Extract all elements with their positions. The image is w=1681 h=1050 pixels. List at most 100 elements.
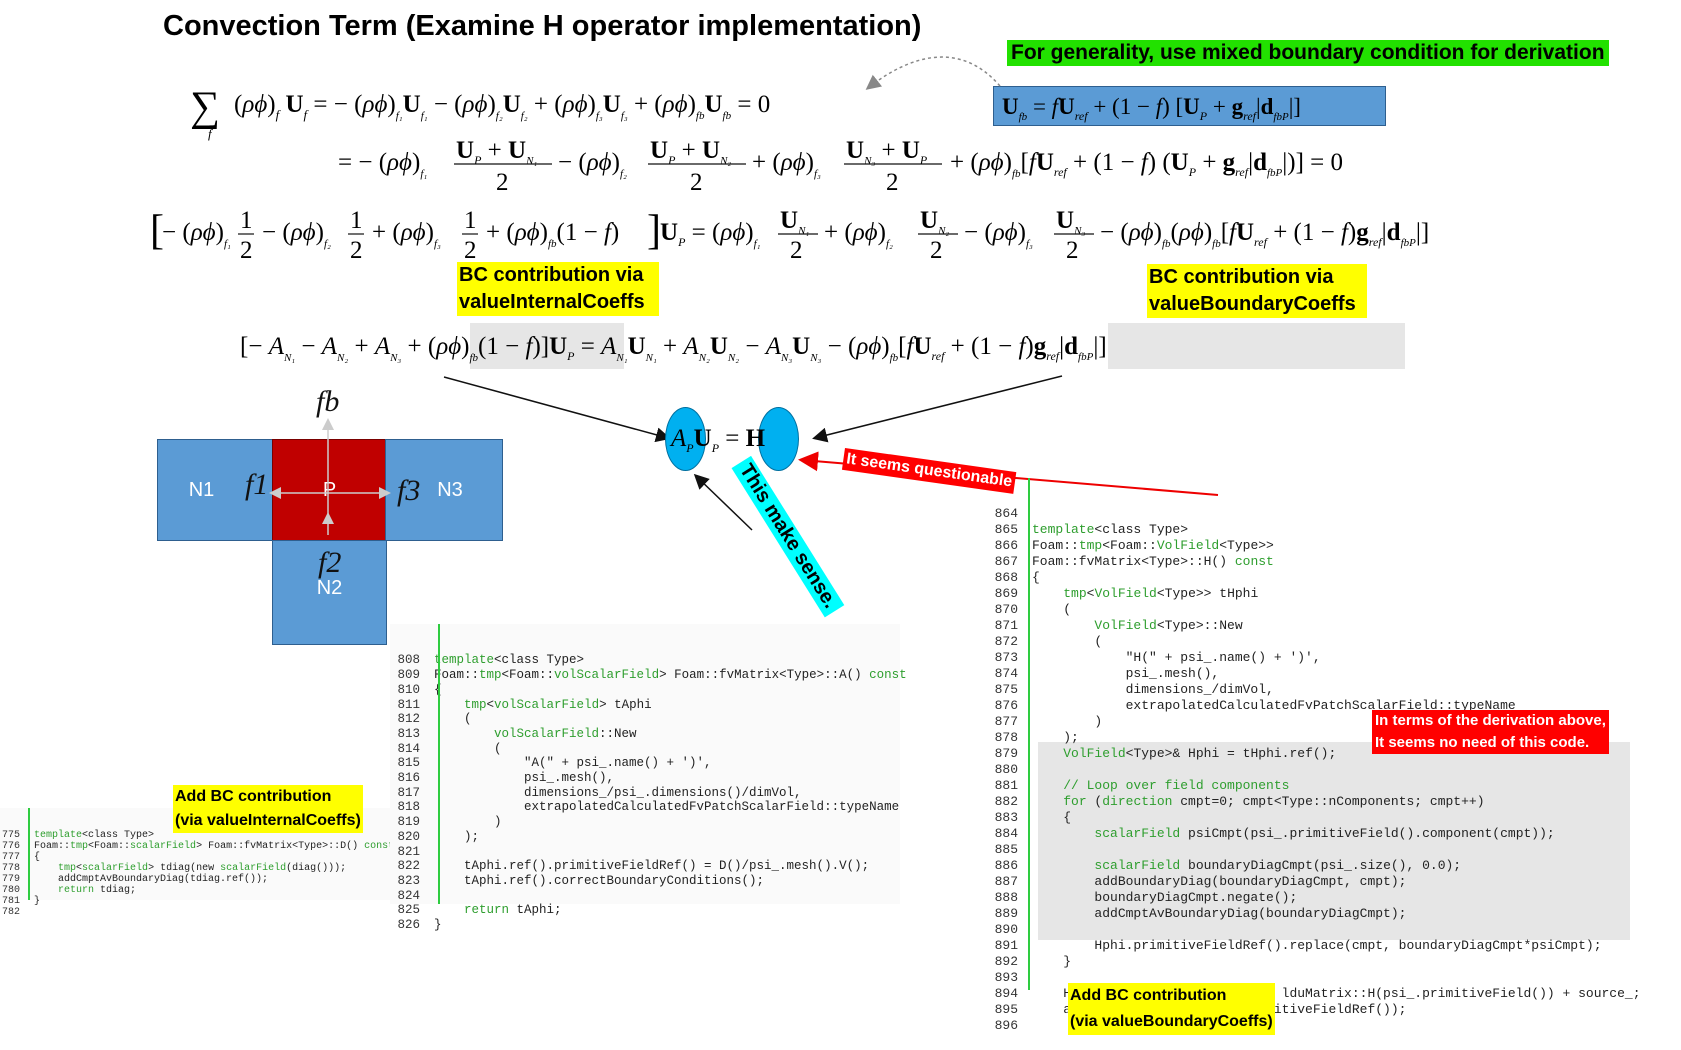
code-text: scalarField psiCmpt(psi_.primitiveField(… [1094,826,1555,841]
line-number: 819 [397,815,420,830]
svg-text:1: 1 [240,207,253,234]
code-text: tAphi.ref().primitiveFieldRef() = D()/ps… [434,859,870,874]
line-number: 880 [994,762,1018,777]
line-number: 888 [994,890,1018,905]
code-text: volScalarField::New [494,726,637,741]
code-text: ( [434,712,472,727]
code-line: 877 ) [988,714,1658,730]
svg-text:APUP = H: APUP = H [669,425,766,455]
code-text: ) [1032,714,1103,729]
line-number: 822 [397,859,420,874]
cell-n3: N3 [385,439,503,541]
svg-text:2: 2 [1066,237,1079,264]
line-number: 881 [994,778,1018,793]
svg-text:2: 2 [886,169,899,196]
line-number: 812 [397,712,420,727]
code-text: { [1032,810,1072,825]
line-number: 876 [994,698,1018,713]
code-text: return tAphi; [464,903,562,918]
code-h-gutter-line [1028,478,1030,990]
line-number: 816 [397,771,420,786]
svg-text:[: [ [150,208,164,254]
svg-text:− (ρϕ)f₂: − (ρϕ)f₂ [262,219,331,250]
svg-text:− (ρϕ)fb(ρϕ)fb[fUref + (1 − f): − (ρϕ)fb(ρϕ)fb[fUref + (1 − f)gref|dfbP|… [1100,219,1429,250]
arrow-make-sense-to-ap [693,473,753,531]
svg-text:UP = (ρϕ)f₁: UP = (ρϕ)f₁ [660,219,761,250]
line-number: 864 [994,506,1018,521]
svg-text:UN₁: UN₁ [780,207,809,237]
add-bc-internal-line1: Add BC contribution [175,788,332,805]
code-line: 816 psi_.mesh(), [390,771,900,786]
svg-text:(ρϕ)f Uf = − (ρϕ)f₁Uf₁ − (ρϕ)f: (ρϕ)f Uf = − (ρϕ)f₁Uf₁ − (ρϕ)f₂Uf₂ + (ρϕ… [234,91,770,122]
code-text: psi_.mesh(), [1032,666,1220,681]
code-line: 888 boundaryDiagCmpt.negate(); [988,890,1658,906]
code-line: 781} [0,896,390,907]
mixed-bc-note: For generality, use mixed boundary condi… [1007,40,1609,66]
code-text: { [434,683,442,697]
cell-n1-label: N1 [188,478,215,501]
code-line: 891 Hphi.primitiveFieldRef().replace(cmp… [988,938,1658,954]
code-text: tmp<scalarField> tdiag(new scalarField(d… [58,863,347,874]
arrow-boundary-to-h [812,375,1063,443]
cell-n3-label: N3 [437,478,463,501]
code-line: 818 extrapolatedCalculatedFvPatchScalarF… [390,800,900,815]
code-line: 777{ [0,852,390,863]
line-number: 891 [994,938,1018,953]
code-line: 813 volScalarField::New [390,727,900,742]
code-text: Foam::tmp<Foam::VolField<Type>> [1032,538,1274,553]
equation-3: [ − (ρϕ)f₁ 12 − (ρϕ)f₂ 12 + (ρϕ)f₃ 12 + … [150,207,1429,264]
svg-text:1: 1 [464,207,477,234]
line-number: 895 [994,1002,1018,1017]
code-line: 890 [988,922,1658,938]
svg-text:= − (ρϕ)f₁: = − (ρϕ)f₁ [338,149,427,180]
code-text: return tdiag; [58,885,137,896]
add-bc-internal-line2: (via valueInternalCoeffs) [175,812,361,829]
eq4-boundary-highlight [1108,323,1405,369]
svg-text:+ (ρϕ)f₃: + (ρϕ)f₃ [372,219,441,250]
questionable-loop-highlight [1038,742,1630,940]
line-number: 885 [994,842,1018,857]
code-text: template<class Type> [434,653,585,668]
code-line: 819 ) [390,815,900,830]
svg-text:2: 2 [930,237,943,264]
line-number: 813 [397,726,420,741]
mixed-bc-equation-box [993,86,1386,126]
code-text: template<class Type> [34,830,155,841]
code-text: ( [1032,634,1103,649]
line-number: 779 [1,874,20,885]
code-text: dimensions_/psi_.dimensions()/dimVol, [434,785,802,800]
code-line: 886 scalarField boundaryDiagCmpt(psi_.si… [988,858,1658,874]
line-number: 866 [994,538,1018,553]
code-line: 881 // Loop over field components [988,778,1658,794]
line-number: 884 [994,826,1018,841]
bc-boundary-label-line1: BC contribution via [1149,266,1334,288]
face-f3-label: f3 [397,474,421,507]
cell-p-label: P [322,478,337,501]
code-text: tmp<volScalarField> tAphi [464,697,652,712]
line-number: 893 [994,970,1018,985]
equation-4: [− AN₁ − AN₂ + AN₃ + (ρϕ)fb(1 − f)]UP = … [240,333,1107,364]
code-text: addCmptAvBoundaryDiag(boundaryDiagCmpt); [1032,906,1407,921]
line-number: 870 [994,602,1018,617]
code-line: 779 addCmptAvBoundaryDiag(tdiag.ref()); [0,874,390,885]
line-number: 809 [397,668,420,683]
code-text: tAphi.ref().correctBoundaryConditions(); [434,873,765,888]
no-need-label: In terms of the derivation above, It see… [1372,710,1609,754]
svg-text:2: 2 [496,169,509,196]
line-number: 823 [397,873,420,888]
code-text: Foam::fvMatrix<Type>::H() const [1032,554,1274,569]
code-line: 811 tmp<volScalarField> tAphi [390,698,900,713]
code-line: 869 tmp<VolField<Type>> tHphi [988,586,1658,602]
line-number: 872 [994,634,1018,649]
code-text: scalarField boundaryDiagCmpt(psi_.size()… [1094,858,1462,873]
code-d-gutter-line [28,808,30,900]
line-number: 777 [1,852,20,863]
svg-text:]: ] [647,208,661,254]
svg-text:UP + UN₂: UP + UN₂ [650,137,731,167]
bc-internal-label-line1: BC contribution via [459,264,644,286]
